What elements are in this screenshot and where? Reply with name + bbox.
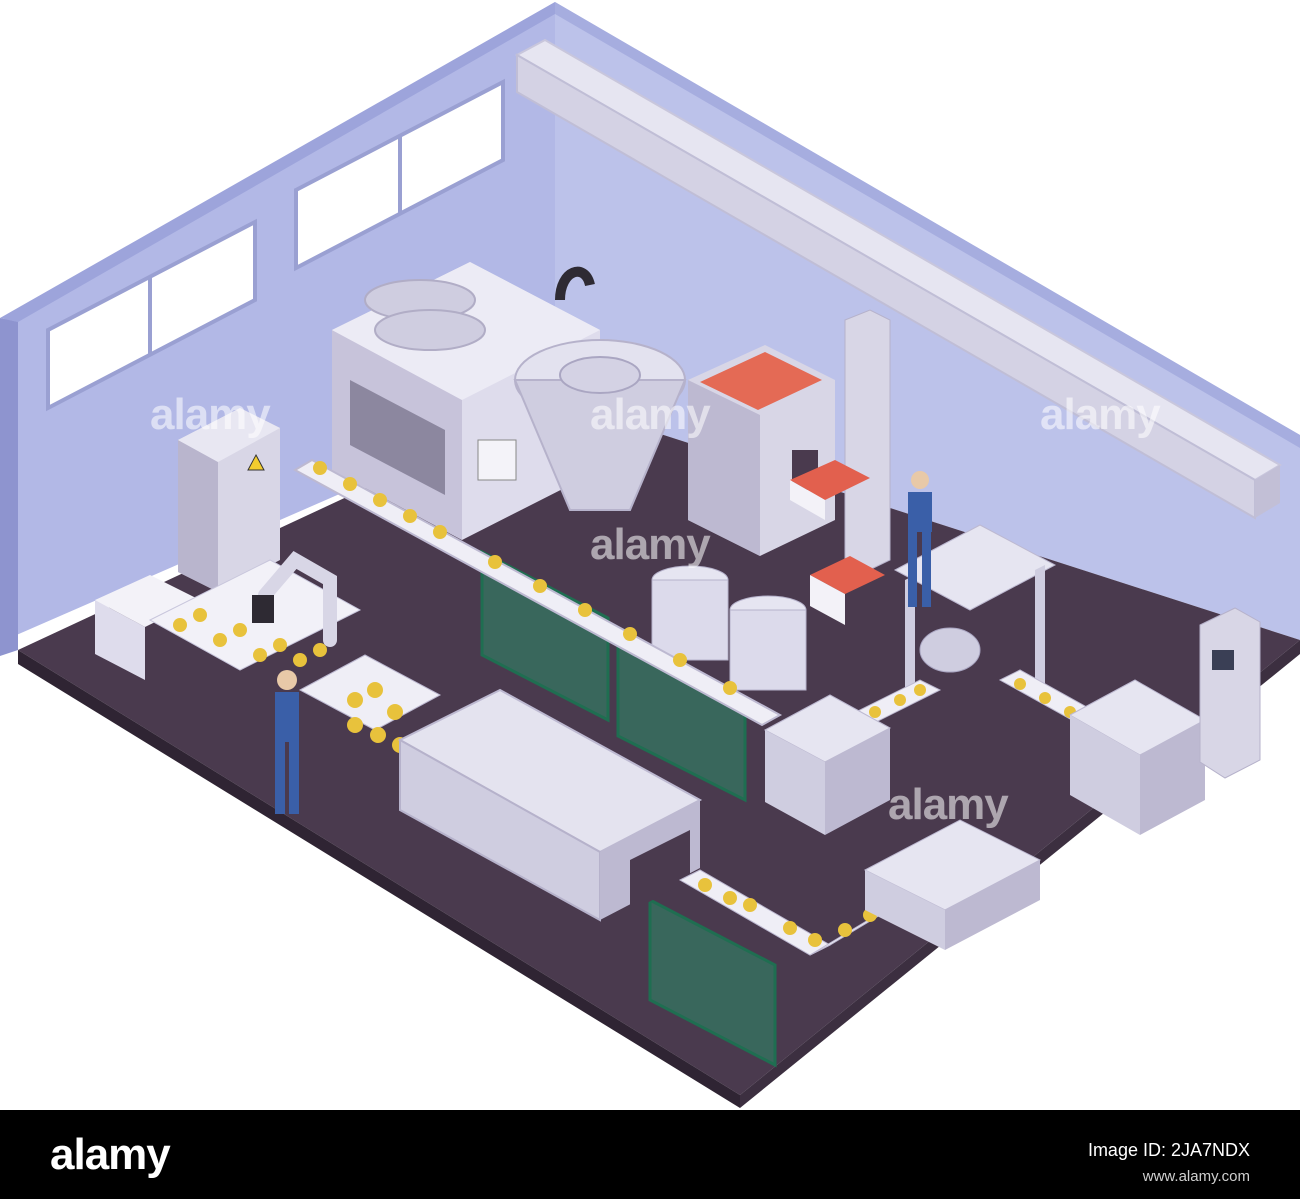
wall-left-edge xyxy=(0,318,18,656)
worker-icon xyxy=(908,471,932,607)
lift-column xyxy=(844,309,891,573)
wall-top-right xyxy=(555,2,1300,448)
control-panel-icon xyxy=(477,439,517,481)
mixing-tanks xyxy=(651,565,807,691)
packing-station xyxy=(95,551,362,680)
window-right xyxy=(294,78,505,272)
ventilation-duct xyxy=(514,38,1282,520)
factory-scene xyxy=(0,2,1300,1108)
worker-icon xyxy=(275,670,299,814)
grinder-machine xyxy=(688,345,835,556)
window-left xyxy=(46,218,257,412)
watermark: alamy xyxy=(590,390,711,439)
floor-front-left-edge xyxy=(18,650,740,1108)
image-id: Image ID: 2JA7NDX xyxy=(1087,1140,1250,1160)
filler-machine xyxy=(1068,679,1207,835)
conveyor-line-upper xyxy=(292,458,783,727)
safety-fence-front xyxy=(648,897,777,1068)
hazard-sign-icon xyxy=(247,453,265,471)
robot-arm-icon xyxy=(252,551,337,647)
wall-top-left xyxy=(0,2,555,322)
site-url: www.alamy.com xyxy=(1142,1168,1250,1185)
control-cabinet-right xyxy=(1199,607,1261,779)
sterilizer-tunnel xyxy=(397,688,703,922)
capping-machine xyxy=(893,524,1057,705)
hopper-tank xyxy=(513,339,687,511)
box-machine xyxy=(763,694,892,835)
watermark: alamy xyxy=(590,520,711,569)
watermark: alamy xyxy=(888,780,1009,829)
control-panel-icon xyxy=(1212,650,1234,670)
electrical-cabinet xyxy=(178,408,280,592)
footer-logo: alamy xyxy=(50,1130,171,1179)
watermark: alamy xyxy=(1040,390,1161,439)
labeling-machine xyxy=(863,819,1042,950)
footer-bar: alamy Image ID: 2JA7NDX www.alamy.com xyxy=(0,1110,1300,1199)
sauce-trays xyxy=(790,460,885,625)
watermark: alamy xyxy=(150,390,271,439)
